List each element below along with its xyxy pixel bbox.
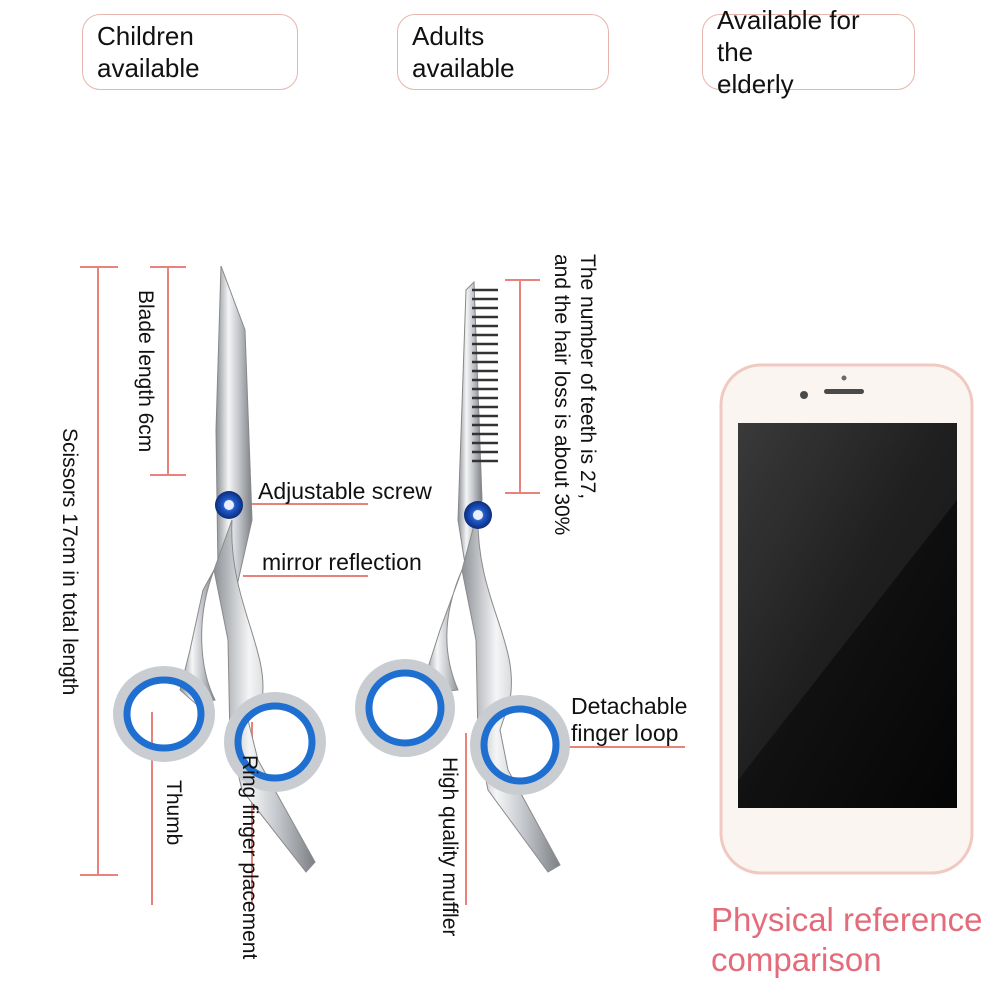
cutting-scissors-icon xyxy=(113,265,326,873)
adjustable-screw-label: Adjustable screw xyxy=(258,478,432,504)
teeth-line1-label: The number of teeth is 27, xyxy=(576,254,599,500)
ring-finger-label: Ring finger placement xyxy=(238,755,261,960)
reference-line1: Physical reference xyxy=(711,901,983,938)
thumb-label: Thumb xyxy=(162,780,185,846)
badge-elderly: Available for the elderly xyxy=(702,5,915,99)
badge-children-text: Children available xyxy=(97,21,200,83)
thinning-scissors-icon xyxy=(355,280,570,873)
detachable-line2-label: finger loop xyxy=(571,720,679,746)
badge-adults-text: Adults available xyxy=(412,21,515,83)
teeth-line2-label: and the hair loss is about 30% xyxy=(550,254,573,536)
total-length-label: Scissors 17cm in total length xyxy=(58,428,81,696)
mirror-reflection-label: mirror reflection xyxy=(262,549,422,575)
badge-children: Children available xyxy=(82,14,298,90)
badge-adults: Adults available xyxy=(397,14,609,90)
reference-line2: comparison xyxy=(711,941,882,978)
badge-elderly-line1: Available for the xyxy=(717,5,860,67)
reference-caption: Physical reference comparison xyxy=(711,900,982,980)
muffler-label: High quality muffler xyxy=(438,757,461,937)
detachable-line1-label: Detachable xyxy=(571,693,688,719)
smartphone-icon xyxy=(719,363,974,875)
badge-elderly-line2: elderly xyxy=(717,69,794,99)
blade-length-label: Blade length 6cm xyxy=(134,290,157,453)
